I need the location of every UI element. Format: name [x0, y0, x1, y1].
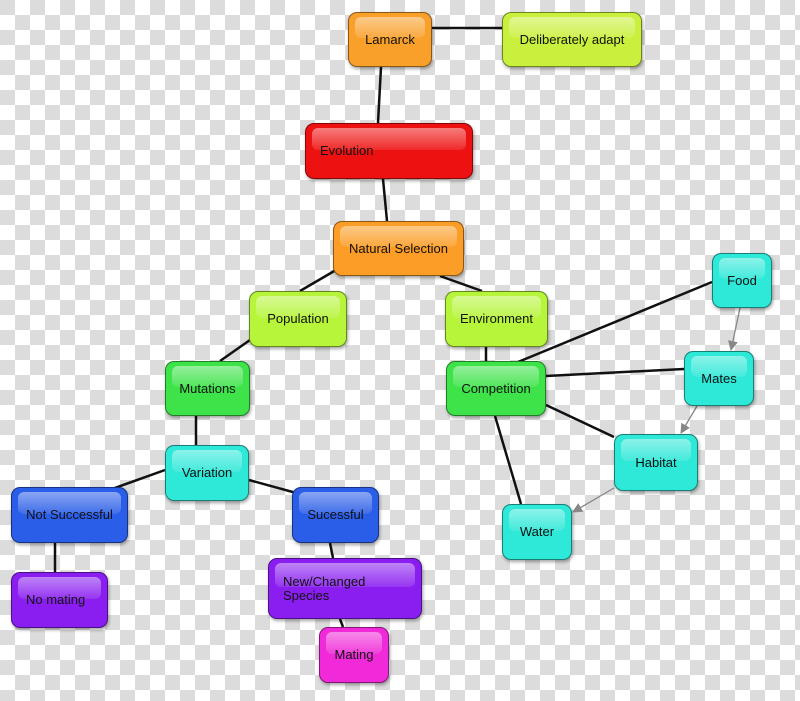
node-population[interactable]: Population [249, 291, 347, 347]
node-environment[interactable]: Environment [445, 291, 548, 347]
edge-lamarck-to-evolution [376, 66, 383, 124]
node-mating[interactable]: Mating [319, 627, 389, 683]
node-label: Water [519, 524, 555, 539]
node-label: Population [267, 311, 329, 326]
node-label: Lamarck [365, 31, 415, 47]
node-variation[interactable]: Variation [165, 445, 249, 501]
node-label: No mating [26, 592, 86, 607]
node-notsuccessful[interactable]: Not Successful [11, 487, 128, 543]
node-label: Deliberately adapt [519, 31, 625, 47]
edge-newspecies-to-mating [338, 618, 345, 628]
node-competition[interactable]: Competition [446, 361, 546, 416]
node-natsel[interactable]: Natural Selection [333, 221, 464, 276]
node-newspecies[interactable]: New/Changed Species [268, 558, 422, 619]
node-label: Habitat [635, 454, 677, 470]
node-habitat[interactable]: Habitat [614, 434, 698, 491]
node-water[interactable]: Water [502, 504, 572, 560]
node-mates[interactable]: Mates [684, 351, 754, 406]
node-adapt[interactable]: Deliberately adapt [502, 12, 642, 67]
edge-competition-to-water [493, 415, 523, 505]
node-mutations[interactable]: Mutations [165, 361, 250, 416]
node-label: Mating [334, 647, 374, 662]
edge-habitat-to-water [572, 487, 615, 513]
edge-competition-to-food [517, 280, 713, 364]
edge-natsel-to-environment [439, 274, 483, 293]
edge-competition-to-mates [545, 367, 685, 378]
node-label: Food [727, 272, 757, 288]
edge-natsel-to-population [299, 268, 337, 293]
edge-mates-to-habitat [680, 405, 698, 434]
node-label: Competition [461, 380, 531, 396]
node-sucessful[interactable]: Sucessful [292, 487, 379, 543]
edge-evolution-to-natsel [381, 178, 389, 222]
node-lamarck[interactable]: Lamarck [348, 12, 432, 67]
node-label: New/Changed Species [283, 573, 366, 603]
node-evolution[interactable]: Evolution [305, 123, 473, 179]
edge-sucessful-to-newspecies [328, 542, 335, 559]
node-label: Evolution [320, 143, 374, 158]
edge-variation-to-notsuccessful [111, 468, 166, 491]
node-nomating[interactable]: No mating [11, 572, 108, 628]
node-label: Sucessful [307, 507, 364, 522]
edge-food-to-mates [727, 307, 741, 351]
node-label: Variation [181, 465, 233, 480]
node-food[interactable]: Food [712, 253, 772, 308]
node-label: Natural Selection [349, 240, 448, 256]
edge-competition-to-habitat [545, 403, 615, 439]
node-label: Mates [701, 370, 737, 386]
node-label: Not Successful [26, 507, 113, 522]
edge-variation-to-sucessful [248, 478, 301, 496]
node-label: Environment [460, 311, 533, 326]
node-label: Mutations [179, 380, 236, 396]
edge-population-to-mutations [219, 338, 251, 363]
